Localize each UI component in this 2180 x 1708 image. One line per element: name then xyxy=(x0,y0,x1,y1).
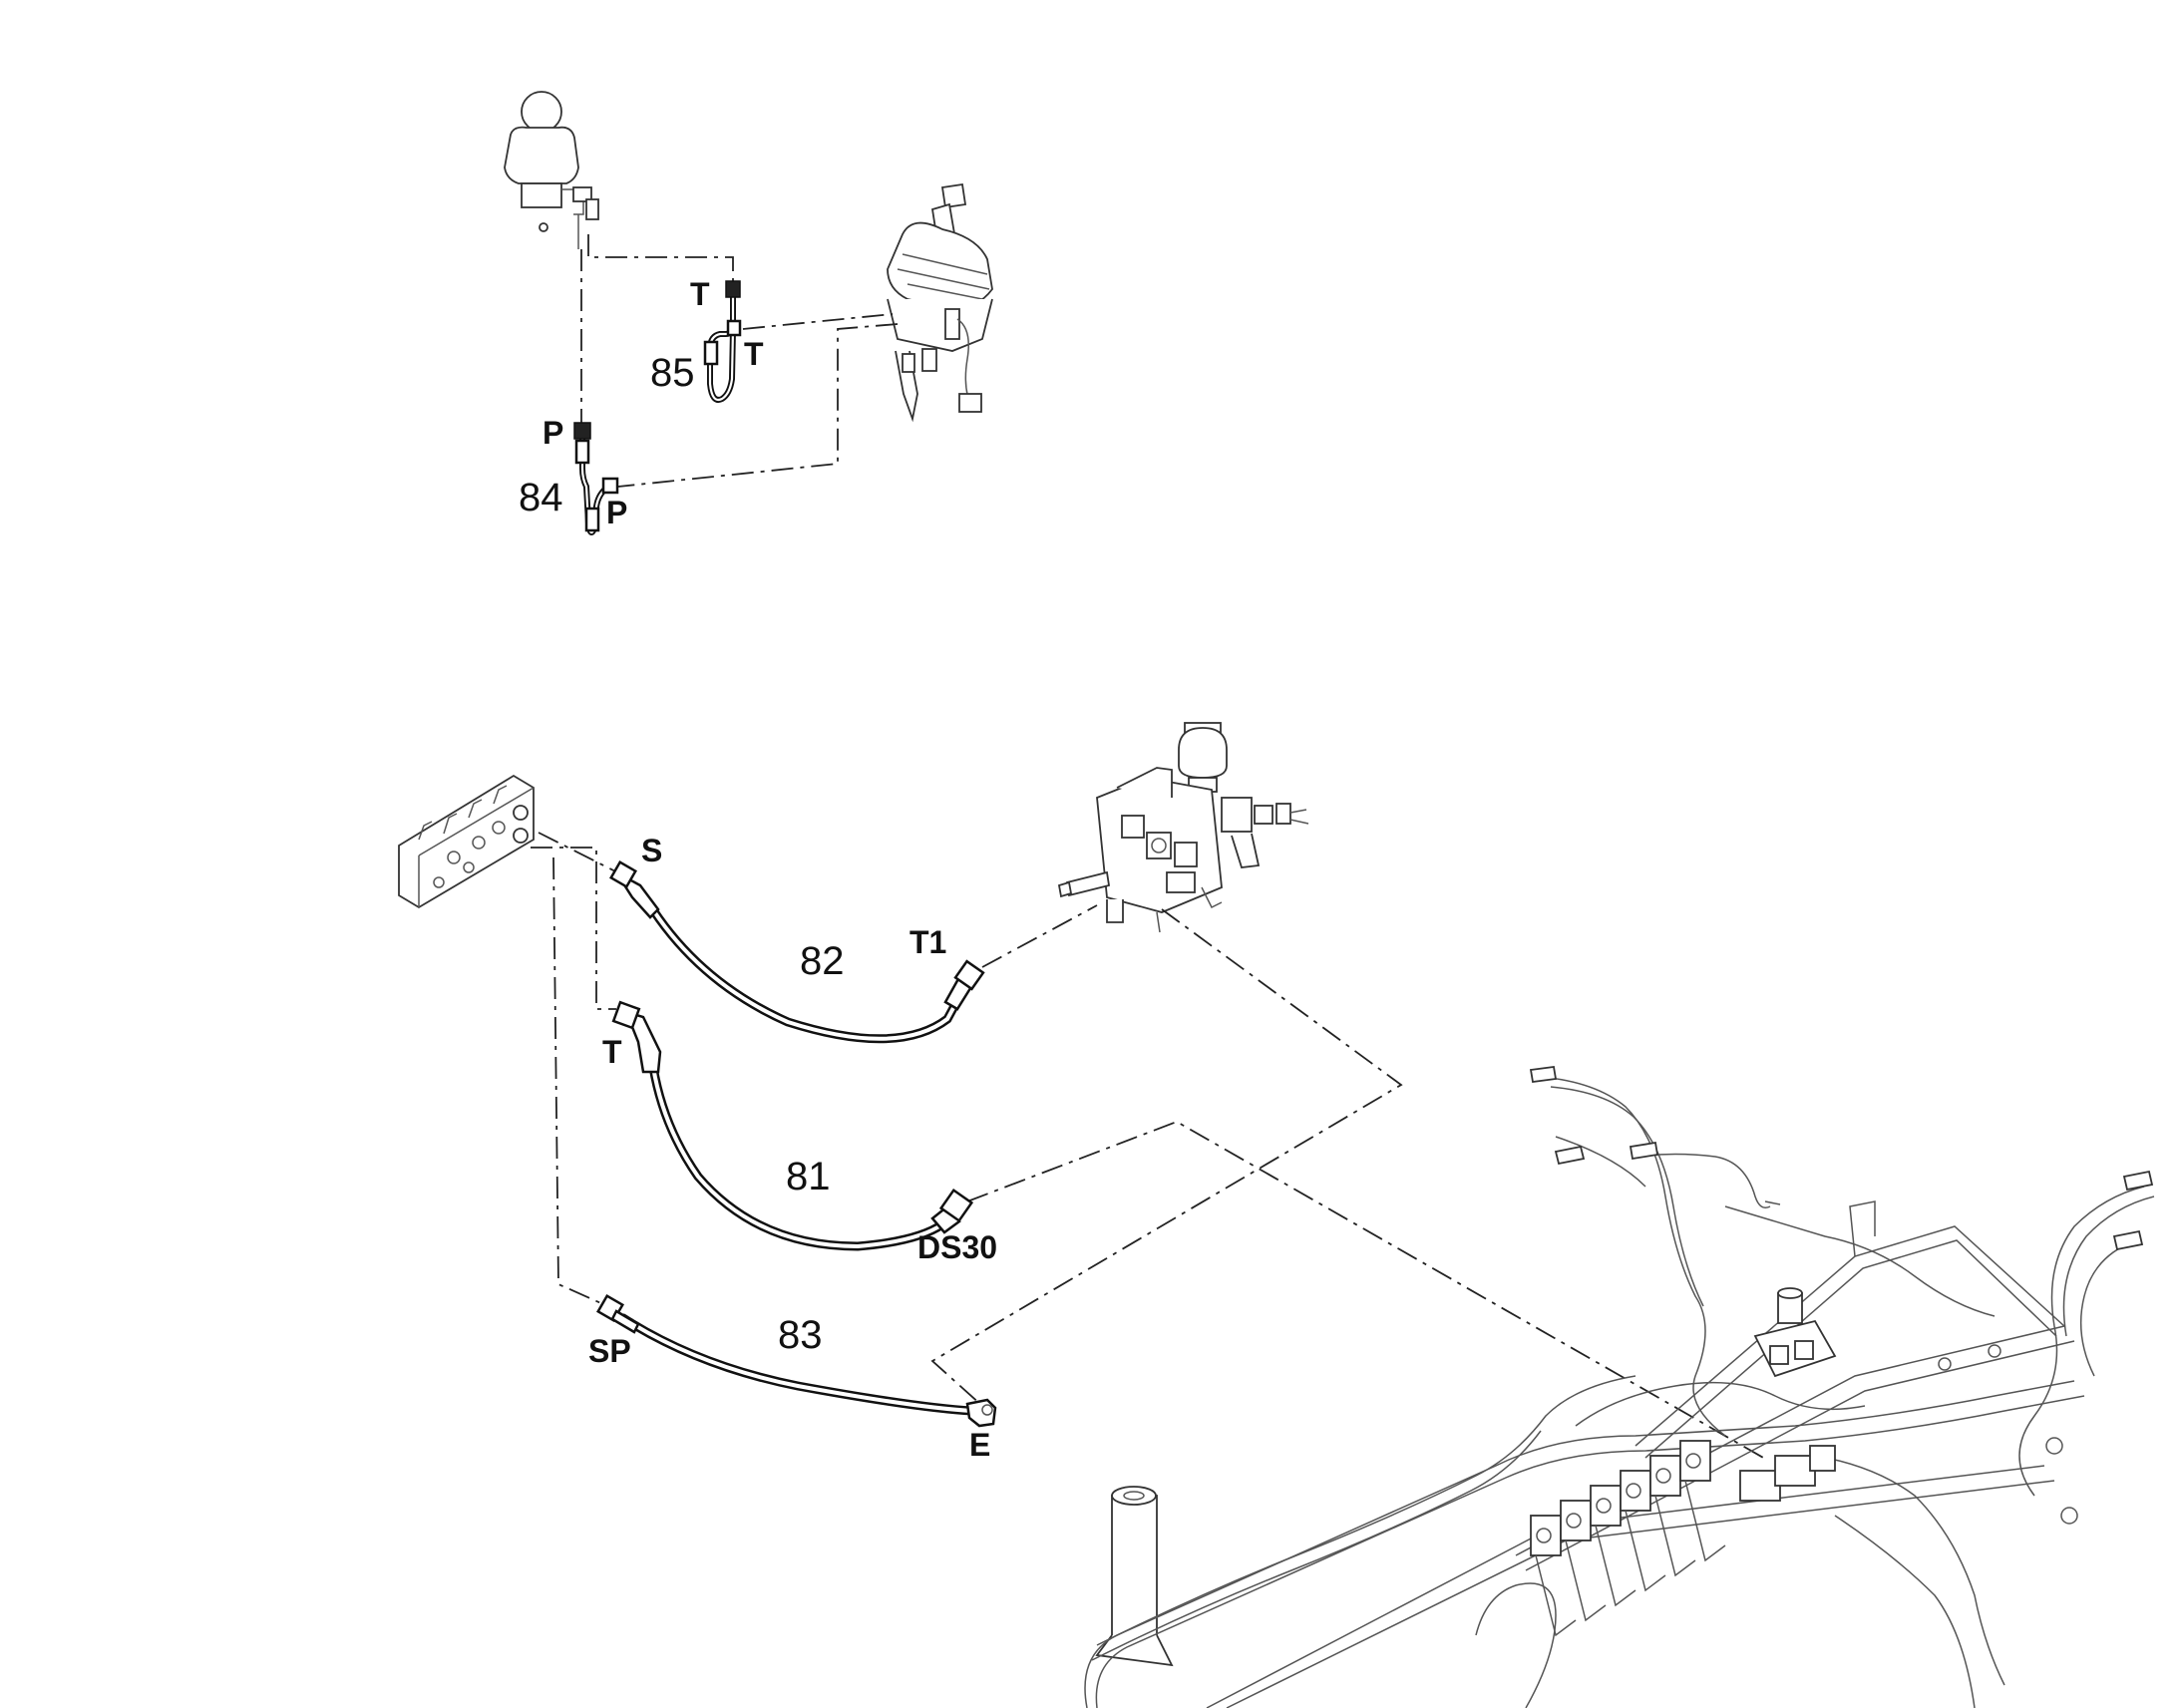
chassis-frame xyxy=(1084,1065,2155,1708)
hose-82-end-b-label: T1 xyxy=(909,924,946,960)
hose-85-fitting-mid xyxy=(726,319,742,337)
hose-85-end-b-label: T xyxy=(744,336,764,372)
hose-84-fitting-mid xyxy=(574,439,590,465)
hose-82-end-a-label: S xyxy=(641,833,662,868)
manifold-block xyxy=(398,774,535,909)
hose-82 xyxy=(608,859,985,1044)
hose-81-end-b-label: DS30 xyxy=(917,1229,997,1265)
hose-84-fitting-bottom xyxy=(584,507,600,532)
hose-84 xyxy=(573,422,619,535)
hose-81-nut-ds30 xyxy=(938,1188,974,1223)
hose-85-fitting-side xyxy=(703,340,719,366)
control-valve-assembly xyxy=(1057,722,1309,933)
joystick-component xyxy=(887,182,993,423)
hose-81-fitting-t xyxy=(623,1010,662,1074)
lower-connection-lines xyxy=(531,832,1766,1460)
hose-81-number: 81 xyxy=(786,1155,831,1198)
hose-83-fitting-e xyxy=(965,1398,997,1428)
hose-84-end-a-label: P xyxy=(543,415,563,451)
hose-85-end-a-label: T xyxy=(690,276,710,312)
hose-84-number: 84 xyxy=(519,476,563,519)
hose-83-fitting-sp xyxy=(610,1309,640,1334)
hose-83-end-a-label: SP xyxy=(588,1333,631,1369)
hose-83-number: 83 xyxy=(778,1313,823,1357)
diagram-labels: 85 T T 84 P P 82 S T1 81 T DS30 83 SP E xyxy=(519,276,997,1463)
hose-85-fitting-top xyxy=(725,280,741,298)
accumulator-component xyxy=(504,91,599,249)
hose-81-nut-t xyxy=(611,1000,641,1030)
hose-83-end-b-label: E xyxy=(969,1427,990,1463)
hose-85-number: 85 xyxy=(650,351,695,395)
hose-81 xyxy=(611,1000,974,1251)
hose-84-end-b-label: P xyxy=(606,495,627,530)
hose-82-number: 82 xyxy=(800,939,845,983)
hose-83 xyxy=(595,1293,997,1428)
hose-82-nut-t1 xyxy=(953,959,985,991)
top-connection-lines xyxy=(580,234,899,488)
hose-85 xyxy=(703,280,742,403)
hose-84-fitting-elbow xyxy=(601,477,619,495)
hose-84-fitting-top xyxy=(573,422,591,440)
hose-82-nut-s xyxy=(608,859,638,889)
valve-bank xyxy=(1530,1440,1726,1637)
hose-81-end-a-label: T xyxy=(602,1034,622,1070)
